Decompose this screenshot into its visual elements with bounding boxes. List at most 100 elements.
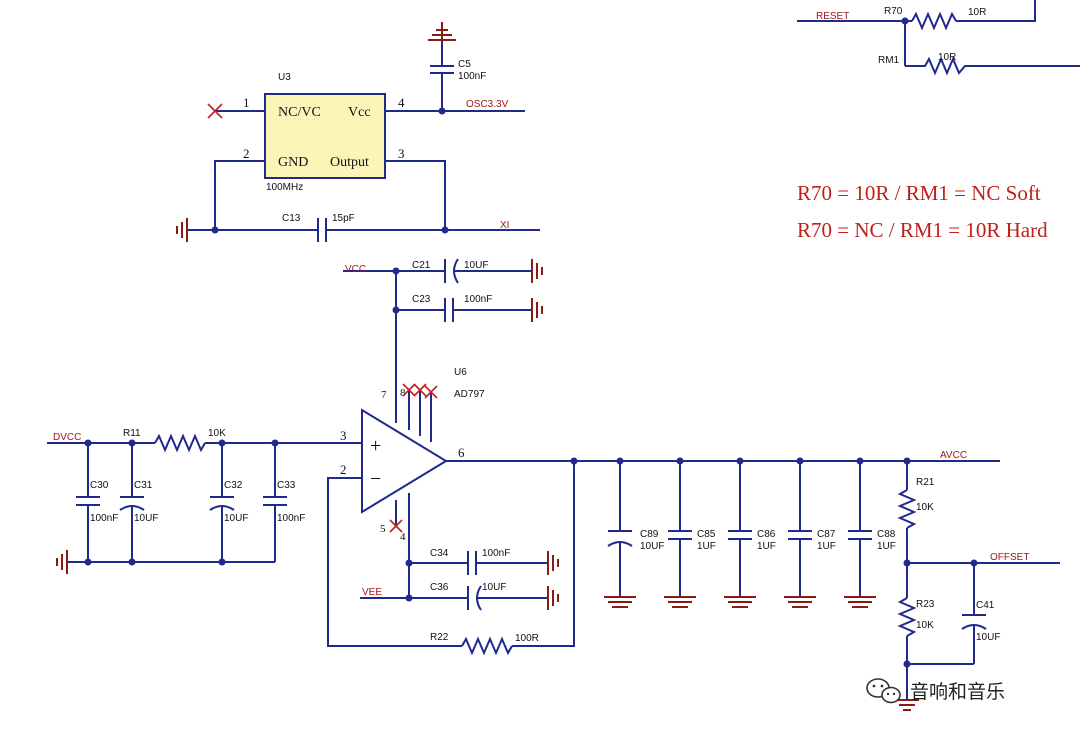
wechat-icon (866, 678, 901, 704)
ground-icon (784, 596, 816, 608)
r70-resistor (911, 11, 957, 31)
feedback-wire (327, 477, 462, 647)
c85-value: 1UF (697, 541, 716, 552)
ground-icon (844, 596, 876, 608)
ground-icon (531, 259, 543, 283)
ground-icon (176, 218, 188, 242)
r11-ref: R11 (123, 428, 141, 439)
net-vee: VEE (362, 587, 382, 598)
ground-icon (531, 298, 543, 322)
avcc-output-caps: C89 10UF C85 1UF C86 1UF (604, 457, 896, 608)
u3-pin1-name: NC/VC (278, 105, 321, 120)
rm1-resistor (905, 56, 1080, 76)
c31-value: 10UF (134, 513, 158, 524)
ground-icon (547, 551, 559, 575)
r70-value: 10R (968, 7, 986, 18)
u6-pin6: 6 (458, 445, 465, 460)
r23-ref: R23 (916, 599, 935, 610)
net-dvcc: DVCC (53, 432, 81, 443)
u3-pin2-name: GND (278, 155, 308, 170)
u6-pin7: 7 (381, 389, 387, 401)
r22-resistor (461, 636, 513, 656)
u3-pin3-name: Output (330, 155, 369, 170)
r22-value: 100R (515, 633, 539, 644)
c34-value: 100nF (482, 548, 510, 559)
vcc-decoupling: VCC C21 10UF C23 100nF (343, 258, 543, 322)
u6-part: AD797 (454, 389, 485, 400)
c85-ref: C85 (697, 529, 716, 540)
opamp-section: + − U6 AD797 3 2 R22 100R 6 AVCC 7 8 (275, 271, 1000, 656)
c30-value: 100nF (90, 513, 118, 524)
c32-value: 10UF (224, 513, 248, 524)
no-connect-icon (389, 519, 403, 533)
c36-ref: C36 (430, 582, 449, 593)
c5-value: 100nF (458, 71, 486, 82)
ground-icon (547, 586, 559, 610)
note-hard-reset: R70 = NC / RM1 = 10R Hard (797, 218, 1048, 242)
c33-ref: C33 (277, 480, 296, 491)
no-connect-icon (413, 383, 427, 397)
no-connect-icon (402, 383, 416, 397)
c89-value: 10UF (640, 541, 664, 552)
c13-ref: C13 (282, 213, 301, 224)
c86-ref: C86 (757, 529, 776, 540)
u6-pin4: 4 (400, 531, 406, 543)
net-xi: XI (500, 220, 509, 231)
net-reset: RESET (816, 11, 849, 22)
r21-value: 10K (916, 502, 934, 513)
u6-ref: U6 (454, 367, 467, 378)
offset-divider: R21 10K OFFSET R23 10K C41 10UF (895, 457, 1060, 711)
u6-minus-sign: − (370, 468, 381, 490)
vee-decoupling: C34 100nF VEE C36 10UF (360, 548, 559, 611)
c23-value: 100nF (464, 294, 492, 305)
r70-ref: R70 (884, 6, 903, 17)
r23-value: 10K (916, 620, 934, 631)
net-vcc: VCC (345, 264, 366, 275)
c21-value: 10UF (464, 260, 488, 271)
u6-plus-sign: + (370, 435, 381, 457)
no-connect-icon (424, 385, 438, 399)
c33-value: 100nF (277, 513, 305, 524)
c31-ref: C31 (134, 480, 153, 491)
ground-icon (895, 699, 919, 711)
u3-pin2-number: 2 (243, 146, 250, 161)
ground-icon (428, 22, 456, 41)
note-soft-reset: R70 = 10R / RM1 = NC Soft (797, 181, 1041, 205)
c41-ref: C41 (976, 600, 995, 611)
c34-ref: C34 (430, 548, 449, 559)
c36-value: 10UF (482, 582, 506, 593)
c86-value: 1UF (757, 541, 776, 552)
c87-value: 1UF (817, 541, 836, 552)
r11-value: 10K (208, 428, 226, 439)
c87-ref: C87 (817, 529, 836, 540)
c21-ref: C21 (412, 260, 431, 271)
r21-ref: R21 (916, 477, 935, 488)
c41-value: 10UF (976, 632, 1000, 643)
u3-pin4-number: 4 (398, 95, 405, 110)
ground-icon (604, 596, 636, 608)
r21-resistor (897, 489, 917, 529)
u3-pin4-name: Vcc (348, 105, 371, 120)
ground-icon (724, 596, 756, 608)
u6-pin2: 2 (340, 462, 347, 477)
dvcc-filter: DVCC R11 10K C30 100nF C31 10UF C32 10UF (47, 428, 305, 574)
net-offset: OFFSET (990, 552, 1029, 563)
r23-resistor (897, 597, 917, 637)
rm1-ref: RM1 (878, 55, 900, 66)
c32-ref: C32 (224, 480, 243, 491)
u3-gnd-wire (214, 160, 265, 230)
u6-pin8: 8 (400, 387, 406, 399)
u6-pin5: 5 (380, 523, 386, 535)
reset-section: RESET R70 10R RM1 10R (797, 0, 1080, 76)
c13-value: 15pF (332, 213, 355, 224)
c5-ref: C5 (458, 59, 471, 70)
u3-pin1-number: 1 (243, 95, 250, 110)
no-connect-icon (207, 103, 223, 119)
watermark-text: 音响和音乐 (910, 681, 1005, 703)
net-avcc: AVCC (940, 450, 967, 461)
u6-opamp-symbol (361, 408, 448, 514)
c23-ref: C23 (412, 294, 431, 305)
c88-value: 1UF (877, 541, 896, 552)
c89-ref: C89 (640, 529, 659, 540)
